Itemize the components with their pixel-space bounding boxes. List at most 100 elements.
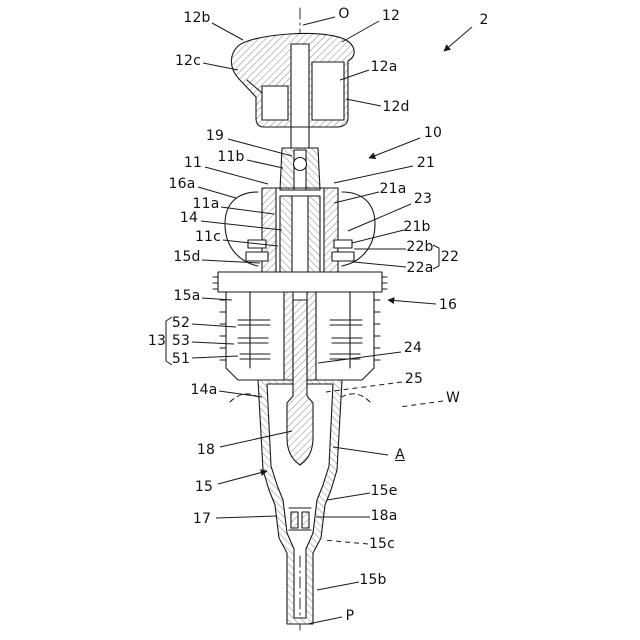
left-step-lower	[245, 251, 269, 262]
chamber-wall	[257, 379, 343, 625]
leader-W	[399, 400, 444, 408]
leader-P	[307, 616, 343, 625]
ref-label-15d: 15d	[173, 249, 201, 265]
seat-block-left	[290, 511, 299, 529]
leader-2	[443, 26, 473, 52]
valve-housing	[279, 147, 321, 191]
ref-label-15a: 15a	[173, 288, 201, 304]
ref-label-W: W	[445, 390, 461, 406]
ref-label-14a: 14a	[190, 382, 218, 398]
leader-12b	[211, 22, 244, 41]
ref-label-10: 10	[423, 125, 443, 141]
ref-label-51: 51	[171, 351, 191, 367]
leader-10	[368, 137, 421, 159]
leader-22a	[353, 261, 407, 268]
ref-label-P: P	[345, 608, 355, 624]
ref-label-18: 18	[196, 442, 216, 458]
valve-seat-lines	[288, 507, 312, 531]
leader-11c	[222, 239, 279, 247]
ref-label-11b: 11b	[217, 149, 245, 165]
leader-19	[227, 138, 293, 157]
ref-label-19: 19	[205, 128, 225, 144]
leader-13	[165, 316, 173, 366]
leader-15c	[322, 539, 369, 545]
leader-16a	[197, 186, 237, 199]
leader-O	[302, 16, 336, 26]
leader-21a	[333, 191, 380, 204]
ref-label-12d: 12d	[382, 99, 410, 115]
ref-label-25: 25	[404, 371, 424, 387]
ref-label-21b: 21b	[403, 219, 431, 235]
leader-12d	[345, 98, 382, 107]
leader-53	[191, 341, 235, 345]
leader-15a	[201, 297, 233, 301]
mounting-cap	[212, 271, 388, 381]
ref-label-15e: 15e	[370, 483, 398, 499]
check-ball	[292, 156, 308, 172]
leader-15e	[326, 492, 371, 501]
leader-12c	[202, 62, 239, 71]
spring-coils-left	[237, 319, 271, 360]
ref-label-14: 14	[179, 210, 199, 226]
leader-51	[191, 355, 239, 359]
leader-16	[387, 297, 437, 305]
ref-label-18a: 18a	[370, 508, 398, 524]
cap-ribs-left	[212, 276, 227, 361]
seat-block-right	[301, 511, 310, 529]
leader-23	[347, 203, 412, 232]
ref-label-12a: 12a	[370, 59, 398, 75]
ref-label-23: 23	[413, 191, 433, 207]
right-step-upper	[333, 239, 353, 249]
ref-label-11c: 11c	[194, 229, 222, 245]
ref-label-12b: 12b	[183, 10, 211, 26]
ref-label-52: 52	[171, 315, 191, 331]
leader-21b	[351, 229, 405, 244]
leader-15b	[316, 581, 360, 591]
piston-rod	[286, 299, 314, 466]
leader-15d	[201, 259, 261, 264]
leader-18	[219, 430, 293, 448]
ref-label-22b: 22b	[406, 239, 434, 255]
spring-coils-right	[329, 319, 363, 360]
ref-label-16a: 16a	[168, 176, 196, 192]
leader-25	[325, 381, 403, 393]
leader-group	[165, 16, 473, 625]
ref-label-2: 2	[479, 12, 489, 28]
leader-15	[217, 469, 268, 485]
leader-12a	[339, 69, 370, 81]
leader-14	[200, 220, 283, 231]
ref-label-A: A	[395, 447, 405, 463]
leader-11b	[246, 159, 284, 169]
leader-14a	[218, 390, 263, 398]
ref-label-21: 21	[416, 155, 436, 171]
cap-ribs-right	[373, 276, 388, 361]
ref-label-12: 12	[381, 8, 401, 24]
ref-label-22: 22	[440, 249, 460, 265]
ref-label-22a: 22a	[406, 260, 434, 276]
ref-label-24: 24	[403, 340, 423, 356]
leader-24	[317, 351, 402, 364]
ref-label-15b: 15b	[359, 572, 387, 588]
leader-11a	[220, 206, 275, 215]
leader-17	[215, 515, 278, 519]
ref-label-12c: 12c	[174, 53, 202, 69]
leader-11	[204, 166, 269, 185]
leader-22	[432, 244, 440, 270]
ref-label-17: 17	[192, 511, 212, 527]
ref-label-11a: 11a	[192, 196, 220, 212]
spout-inner-line	[246, 79, 263, 94]
ref-label-15: 15	[194, 479, 214, 495]
ref-label-13: 13	[147, 333, 167, 349]
ref-label-16: 16	[438, 297, 458, 313]
ref-label-53: 53	[171, 333, 191, 349]
stem-and-check-valve	[279, 126, 321, 191]
ref-label-11: 11	[183, 155, 203, 171]
liquid-surface-right	[339, 393, 371, 403]
ref-label-15c: 15c	[368, 536, 396, 552]
leader-A	[332, 446, 389, 456]
ref-label-21a: 21a	[379, 181, 407, 197]
ref-label-O: O	[338, 6, 350, 22]
leader-21	[333, 165, 414, 184]
